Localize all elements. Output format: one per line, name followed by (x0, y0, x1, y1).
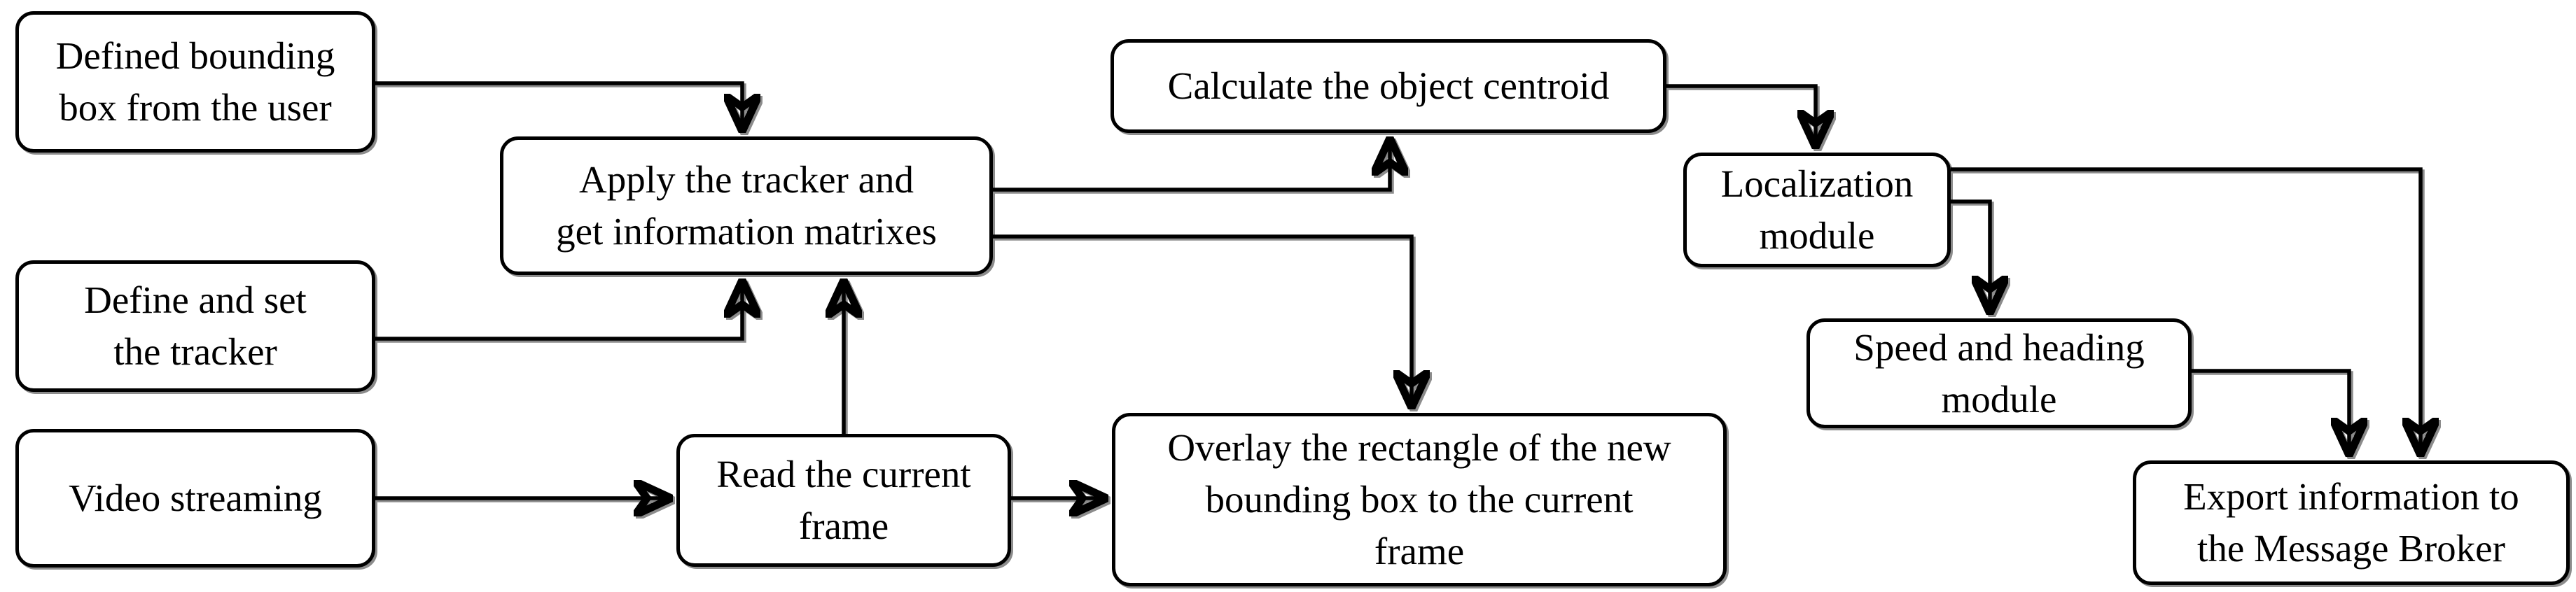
node-export-message-broker: Export information to the Message Broker (2133, 460, 2570, 585)
edge-localization-module-to-speed-heading-module (1951, 199, 1990, 313)
edge-speed-heading-module-to-export-message-broker (2192, 369, 2349, 456)
node-speed-heading-module: Speed and heading module (1806, 318, 2192, 428)
edge-defined-bounding-box-to-apply-tracker (375, 81, 742, 132)
node-video-streaming: Video streaming (15, 429, 375, 568)
node-calculate-centroid: Calculate the object centroid (1111, 39, 1666, 133)
node-define-set-tracker: Define and set the tracker (15, 260, 375, 392)
edge-calculate-centroid-to-localization-module (1666, 84, 1816, 148)
edge-apply-tracker-to-calculate-centroid (993, 138, 1390, 192)
node-localization-module: Localization module (1683, 153, 1951, 267)
edge-localization-module-to-export-message-broker (1951, 167, 2421, 456)
edge-define-set-tracker-to-apply-tracker (375, 280, 742, 341)
node-apply-tracker: Apply the tracker and get information ma… (500, 136, 993, 275)
node-overlay-rectangle: Overlay the rectangle of the new boundin… (1112, 413, 1727, 586)
node-read-current-frame: Read the current frame (676, 434, 1011, 567)
node-defined-bounding-box: Defined bounding box from the user (15, 11, 375, 153)
edge-apply-tracker-to-overlay-rectangle (993, 234, 1412, 408)
